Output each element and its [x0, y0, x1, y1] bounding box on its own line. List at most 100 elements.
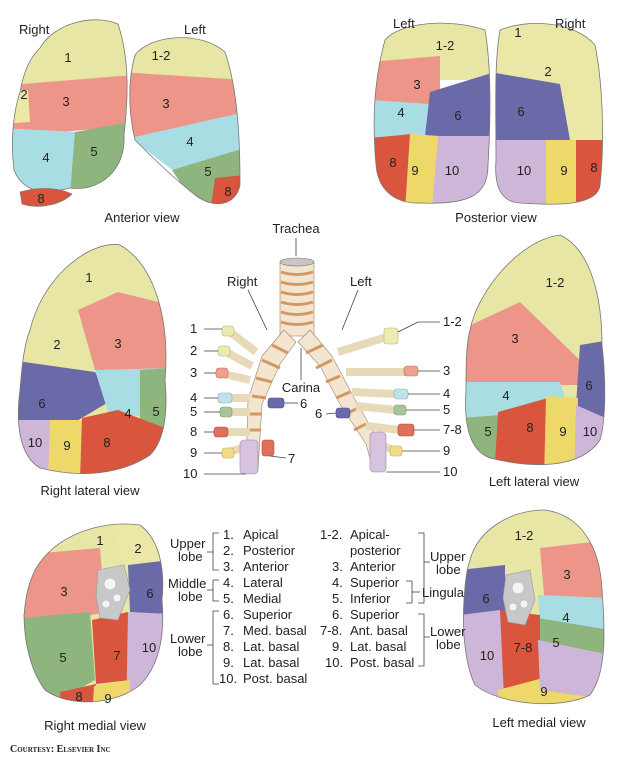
seg-label: 2: [20, 87, 27, 102]
legend-item-number: 9.: [332, 639, 343, 654]
legend-left: 1-2. Apical- posterior 3. Anterior 4. Su…: [320, 527, 466, 670]
right-bronchus-seg-label: 2: [190, 343, 197, 358]
left-bronchus-seg-label: 5: [443, 402, 450, 417]
right-lateral-view: 1 2 3 6 4 5 10 9 8 Right lateral view: [17, 244, 167, 498]
left-bronchus-label: Left: [350, 274, 372, 289]
left-lung-lateral: [465, 235, 605, 465]
legend-item-number: 5.: [223, 591, 234, 606]
legend-item-name: Med. basal: [243, 623, 307, 638]
legend-item-number: 9.: [223, 655, 234, 670]
seg-label: 1: [85, 270, 92, 285]
seg-label: 9: [104, 691, 111, 706]
seg-label: 8: [389, 155, 396, 170]
seg-label: 1-2: [152, 48, 171, 63]
legend-item-name: Superior: [350, 607, 400, 622]
seg-label: 8: [224, 184, 231, 199]
seg-label: 9: [411, 163, 418, 178]
legend-lobe-name: Lower: [430, 624, 466, 639]
seg-label: 9: [559, 424, 566, 439]
legend-item-number: 8.: [223, 639, 234, 654]
seg-label: 6: [517, 104, 524, 119]
seg-label: 6: [454, 108, 461, 123]
legend-lobe-name: lobe: [436, 562, 461, 577]
seg-label: 4: [502, 388, 509, 403]
left-bronchus-seg-label: 7-8: [443, 422, 462, 437]
seg-label: 10: [480, 648, 494, 663]
legend-lobe-name: Middle: [168, 576, 206, 591]
legend-item-number: 10.: [325, 655, 343, 670]
seg-label: 5: [90, 144, 97, 159]
right-segment-bronchi: [213, 325, 285, 475]
right-bronchus-seg-label: 6: [300, 396, 307, 411]
right-bronchus-seg-label: 10: [183, 466, 197, 481]
legend-item-number: 7-8.: [320, 623, 342, 638]
credit-line: Courtesy: Elsevier Inc: [10, 744, 111, 755]
left-bronchus-seg-label: 10: [443, 464, 457, 479]
seg-label: 8: [37, 191, 44, 206]
posterior-view: Left Right 1-2 3 4 6 8 9 10 1 2 6 10 9 8…: [373, 16, 603, 225]
right-lung-posterior: [495, 23, 603, 205]
left-lung-posterior: [374, 23, 490, 204]
seg-label: 10: [142, 640, 156, 655]
segment-lat-basal: [19, 188, 73, 207]
seg-label: 6: [38, 396, 45, 411]
right-medial-caption: Right medial view: [44, 718, 146, 733]
legend-item-name: Apical: [243, 527, 279, 542]
seg-label: 9: [63, 438, 70, 453]
legend-item-number: 5.: [332, 591, 343, 606]
anterior-right-label: Right: [19, 22, 50, 37]
legend-item-name: Anterior: [243, 559, 289, 574]
right-bronchus-seg-label: 9: [190, 445, 197, 460]
seg-label: 5: [552, 635, 559, 650]
legend-lobe-name: lobe: [178, 589, 203, 604]
seg-label: 10: [28, 435, 42, 450]
legend-item-number: 3.: [223, 559, 234, 574]
legend-item-name: Lat. basal: [350, 639, 406, 654]
seg-label: 3: [62, 94, 69, 109]
seg-label: 8: [590, 160, 597, 175]
posterior-left-label: Left: [393, 16, 415, 31]
seg-label: 1: [514, 25, 521, 40]
seg-label: 5: [59, 650, 66, 665]
right-bronchus-seg-label: 1: [190, 321, 197, 336]
left-bronchus-seg-label: 1-2: [443, 314, 462, 329]
right-lateral-caption: Right lateral view: [41, 483, 141, 498]
segment-anterior: [12, 76, 128, 132]
seg-label: 1-2: [436, 38, 455, 53]
left-bronchus-seg-label: 6: [315, 406, 322, 421]
seg-label: 10: [583, 424, 597, 439]
seg-label: 8: [103, 435, 110, 450]
legend-item-number: 2.: [223, 543, 234, 558]
seg-label: 4: [186, 134, 193, 149]
legend-item-name: Lat. basal: [243, 639, 299, 654]
left-bronchus-seg-label: 3: [443, 363, 450, 378]
seg-label: 3: [563, 567, 570, 582]
left-medial-view: 1-2 3 6 4 5 10 7-8 9 Left medial view: [463, 509, 605, 730]
legend-item-number: 6.: [332, 607, 343, 622]
legend-right: Upper lobe Middle lobe Lower lobe 1. Api…: [168, 527, 307, 686]
seg-label: 1-2: [546, 275, 565, 290]
legend-item-name: Superior: [243, 607, 293, 622]
right-bronchus-seg-label: 8: [190, 424, 197, 439]
seg-label: 6: [585, 378, 592, 393]
seg-label: 9: [540, 684, 547, 699]
seg-label: 5: [484, 424, 491, 439]
right-bronchus-seg-label: 4: [190, 390, 197, 405]
seg-label: 3: [511, 331, 518, 346]
seg-label: 3: [60, 584, 67, 599]
legend-item-number: 1-2.: [320, 527, 342, 542]
seg-label: 7: [113, 648, 120, 663]
seg-label: 2: [544, 64, 551, 79]
legend-item-name: Ant. basal: [350, 623, 408, 638]
anterior-left-label: Left: [184, 22, 206, 37]
trachea-label: Trachea: [272, 221, 320, 236]
seg-label: 2: [53, 337, 60, 352]
seg-label: 6: [146, 586, 153, 601]
right-bronchus-seg-label: 5: [190, 404, 197, 419]
posterior-view-caption: Posterior view: [455, 210, 537, 225]
seg-label: 3: [413, 77, 420, 92]
left-lung-medial: [463, 510, 605, 704]
seg-label: 10: [517, 163, 531, 178]
seg-label: 4: [397, 105, 404, 120]
left-bronchus-seg-label: 4: [443, 386, 450, 401]
